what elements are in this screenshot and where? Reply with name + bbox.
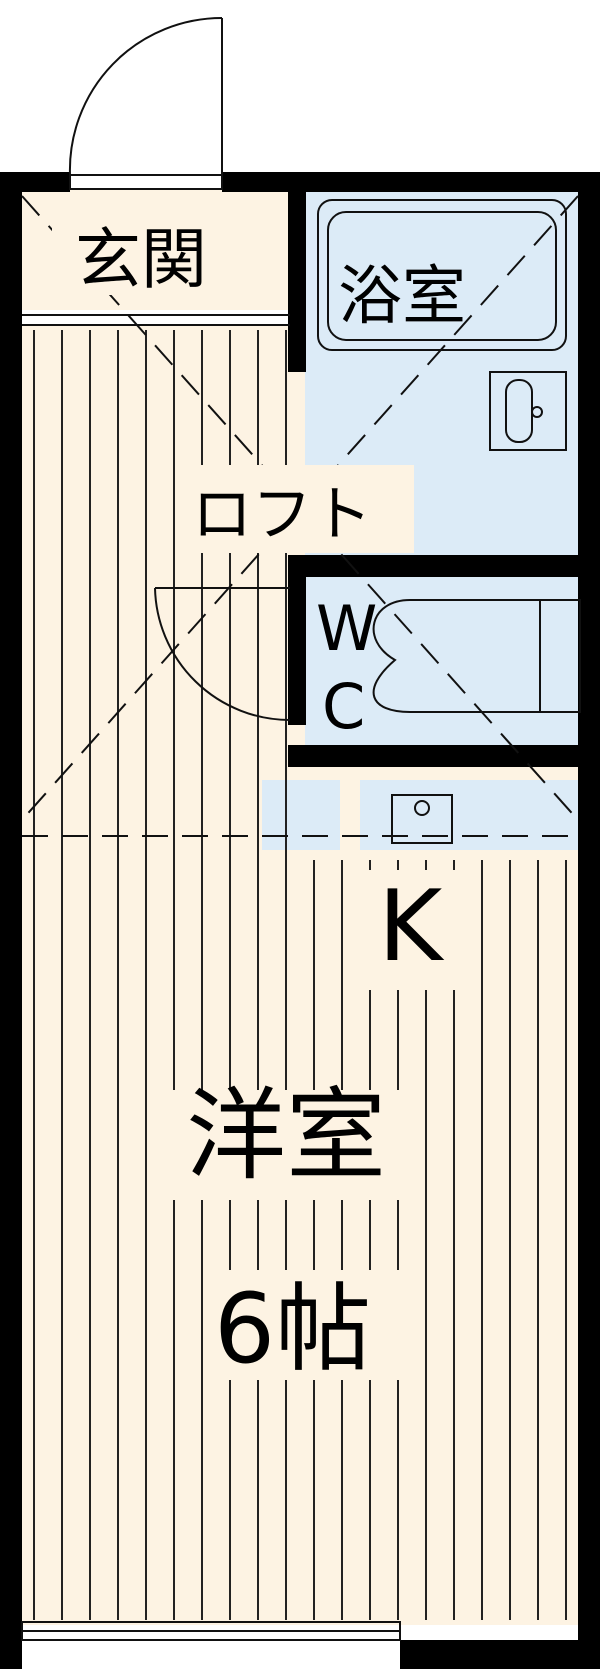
bath-label: 浴室 [338,260,466,334]
room-size: 6帖 [214,1273,371,1385]
room-label: 洋室 [186,1077,386,1194]
sink-icon [391,794,453,844]
kitchen-counter [360,780,580,850]
kitchen-label: K [378,870,445,984]
toilet-icon [372,599,581,713]
door-swing-icon [68,17,223,190]
entrance-label: 玄関 [75,221,207,298]
loft-label: ロフト [192,480,372,550]
window-icon [21,1621,401,1641]
wc-label-bottom: C [322,670,365,743]
closet-door-icon [154,587,291,721]
walls [0,172,600,1669]
wc-label-top: W [316,592,377,665]
fridge-space [262,780,340,850]
wc-floor [305,575,580,745]
